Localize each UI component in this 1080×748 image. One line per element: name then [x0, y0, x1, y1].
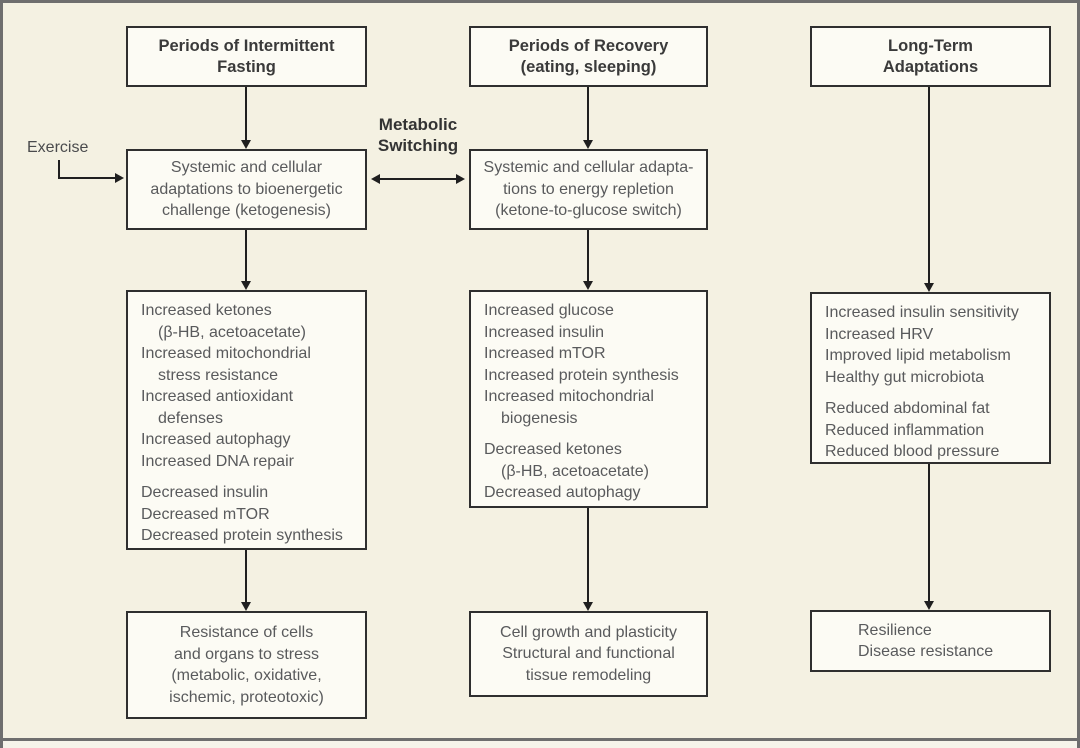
arrow-recovery-adaptation-down — [583, 230, 593, 290]
adaptation-box-recovery: Systemic and cellular adapta-tions to en… — [469, 149, 708, 230]
arrow-longterm-header-down — [924, 87, 934, 292]
arrow-fasting-adaptation-down — [241, 230, 251, 290]
exercise-elbow-arrow-head — [58, 173, 124, 183]
arrow-fasting-changes-down — [241, 550, 251, 611]
arrow-recovery-header-down — [583, 87, 593, 149]
arrow-recovery-changes-down — [583, 508, 593, 611]
arrow-longterm-changes-down — [924, 464, 934, 610]
arrow-fasting-header-down — [241, 87, 251, 149]
header-box-recovery: Periods of Recovery(eating, sleeping) — [469, 26, 708, 87]
exercise-elbow-arrow — [58, 160, 60, 179]
exercise-label: Exercise — [27, 139, 89, 156]
figure-bottom-rule — [2, 738, 1078, 741]
caption-area-edge — [3, 741, 1077, 748]
changes-box-fasting: Increased ketones(β-HB, acetoacetate)Inc… — [126, 290, 367, 550]
metabolic-switching-double-arrow — [371, 174, 465, 184]
